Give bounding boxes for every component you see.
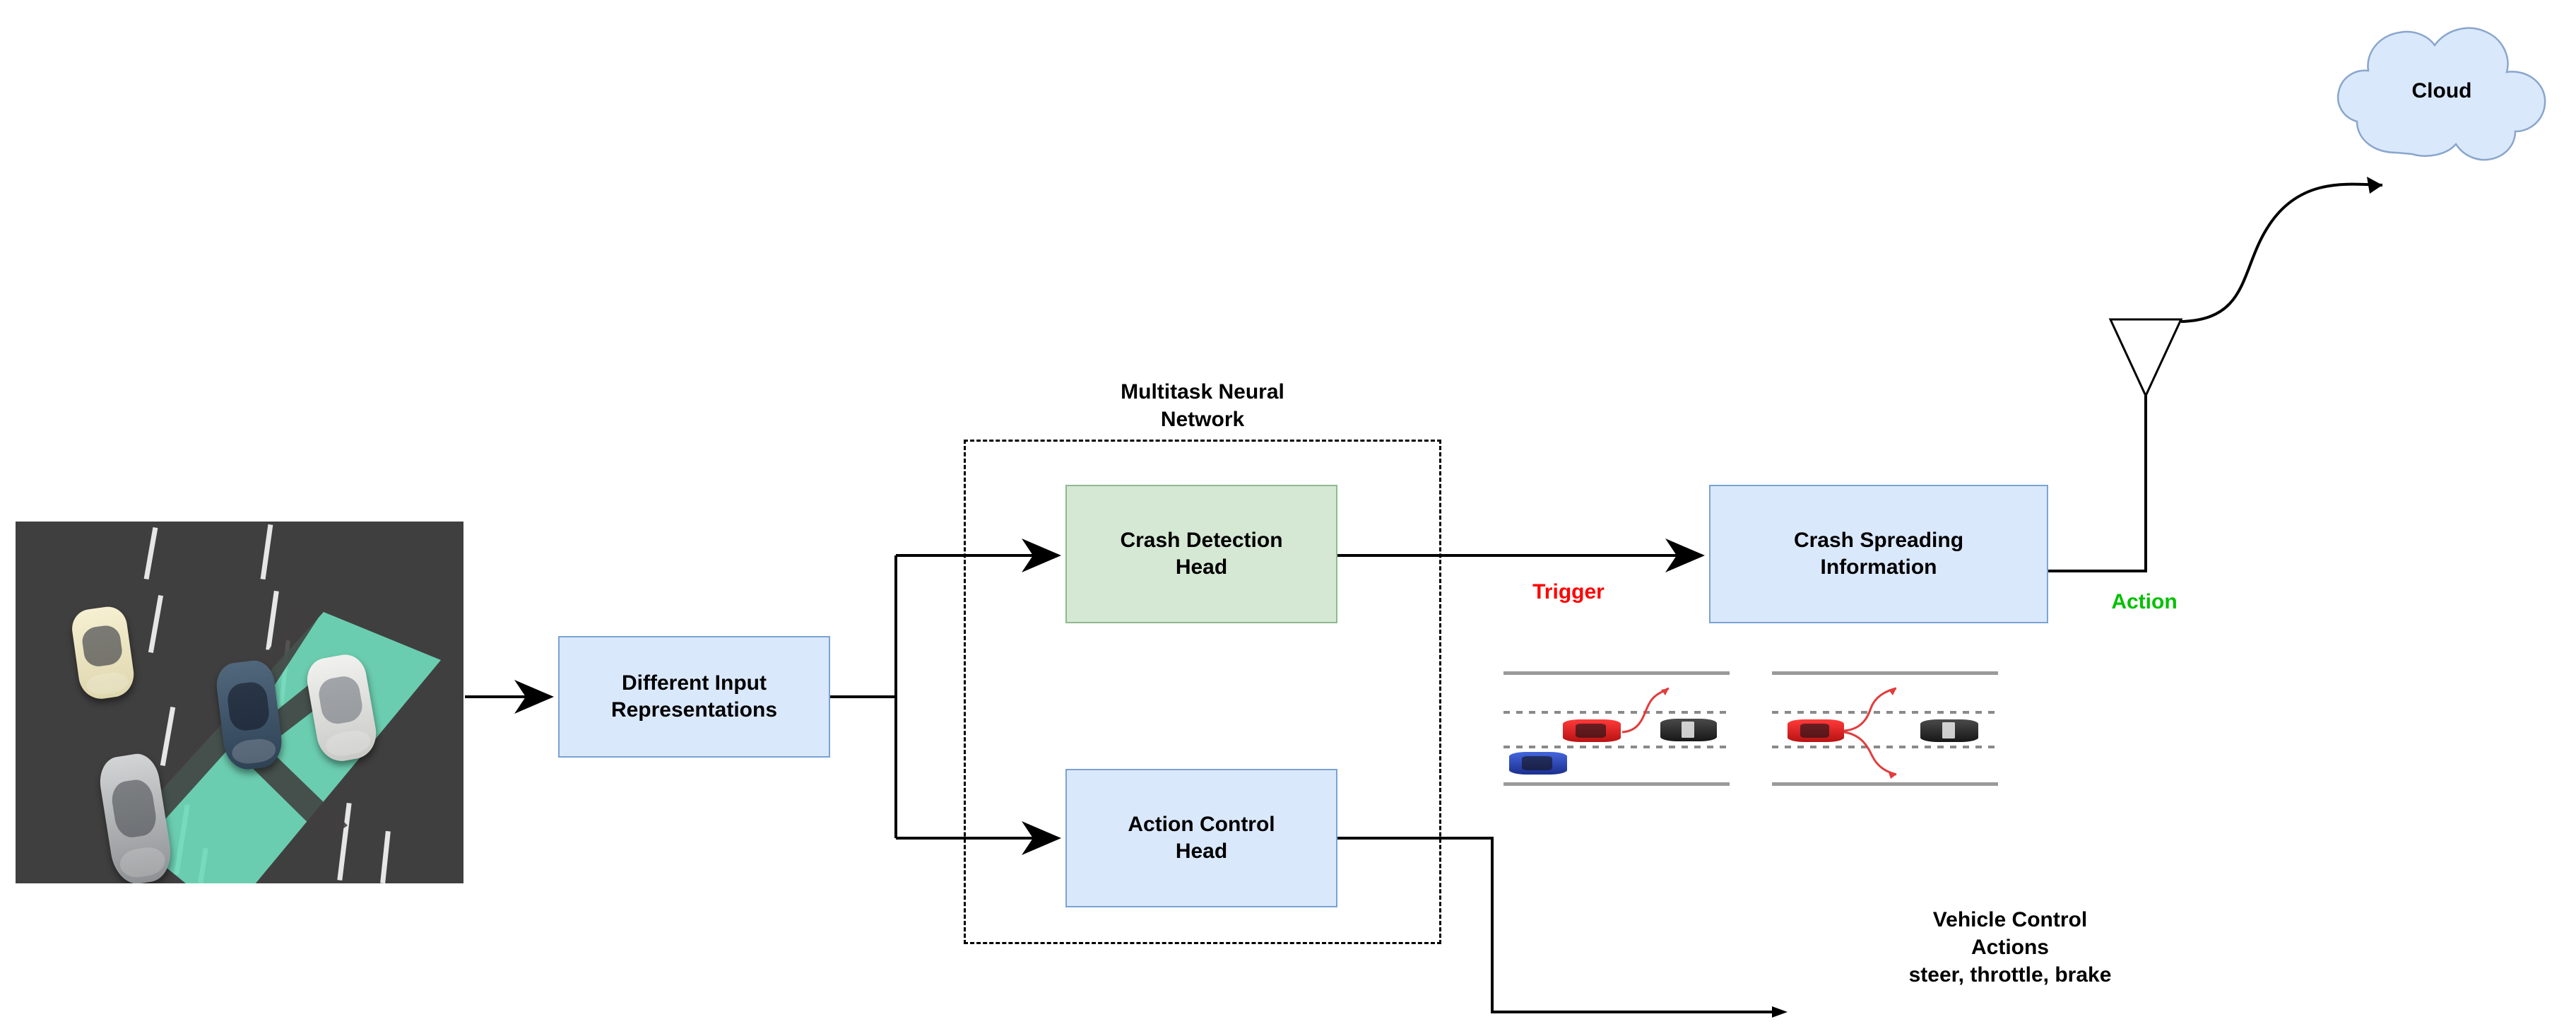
mini-car-black bbox=[1920, 719, 1978, 742]
multitask-neural-network-label: Multitask Neural Network bbox=[1121, 380, 1284, 431]
edge-spreading-to-antenna bbox=[2048, 396, 2147, 572]
road-illustration-lane-change bbox=[1503, 664, 1730, 791]
label-trigger: Trigger bbox=[1532, 580, 1605, 604]
edge-antenna-to-cloud bbox=[2180, 177, 2383, 323]
label-action: Action bbox=[2111, 590, 2178, 613]
box-action-control-head[interactable]: Action Control Head bbox=[1065, 769, 1337, 907]
label-vehicle-control-actions: Vehicle Control Actions steer, throttle,… bbox=[1908, 908, 2112, 987]
multitask-neural-network-group bbox=[964, 440, 1441, 944]
trajectory-arrows-branching bbox=[1843, 687, 1897, 779]
mini-car-red bbox=[1563, 719, 1621, 742]
cloud-icon bbox=[2336, 27, 2546, 161]
input-scene-image bbox=[16, 522, 463, 883]
cloud-label: Cloud bbox=[2411, 79, 2472, 102]
trajectory-arrow-single bbox=[1621, 687, 1670, 734]
box-label: Crash Detection Head bbox=[1120, 528, 1283, 579]
mini-car-black bbox=[1660, 719, 1717, 741]
box-label: Different Input Representations bbox=[610, 671, 778, 722]
box-different-input-representations[interactable]: Different Input Representations bbox=[558, 636, 830, 758]
box-crash-detection-head[interactable]: Crash Detection Head bbox=[1065, 485, 1337, 623]
box-label: Action Control Head bbox=[1128, 812, 1275, 863]
antenna-icon bbox=[2108, 318, 2183, 572]
box-crash-spreading-information[interactable]: Crash Spreading Information bbox=[1709, 485, 2048, 623]
cloud-shape: Cloud bbox=[2329, 21, 2555, 173]
mini-car-red bbox=[1788, 719, 1844, 742]
box-label: Crash Spreading Information bbox=[1793, 528, 1964, 579]
road-illustration-two-options bbox=[1772, 664, 1998, 791]
mini-car-blue bbox=[1509, 752, 1567, 775]
